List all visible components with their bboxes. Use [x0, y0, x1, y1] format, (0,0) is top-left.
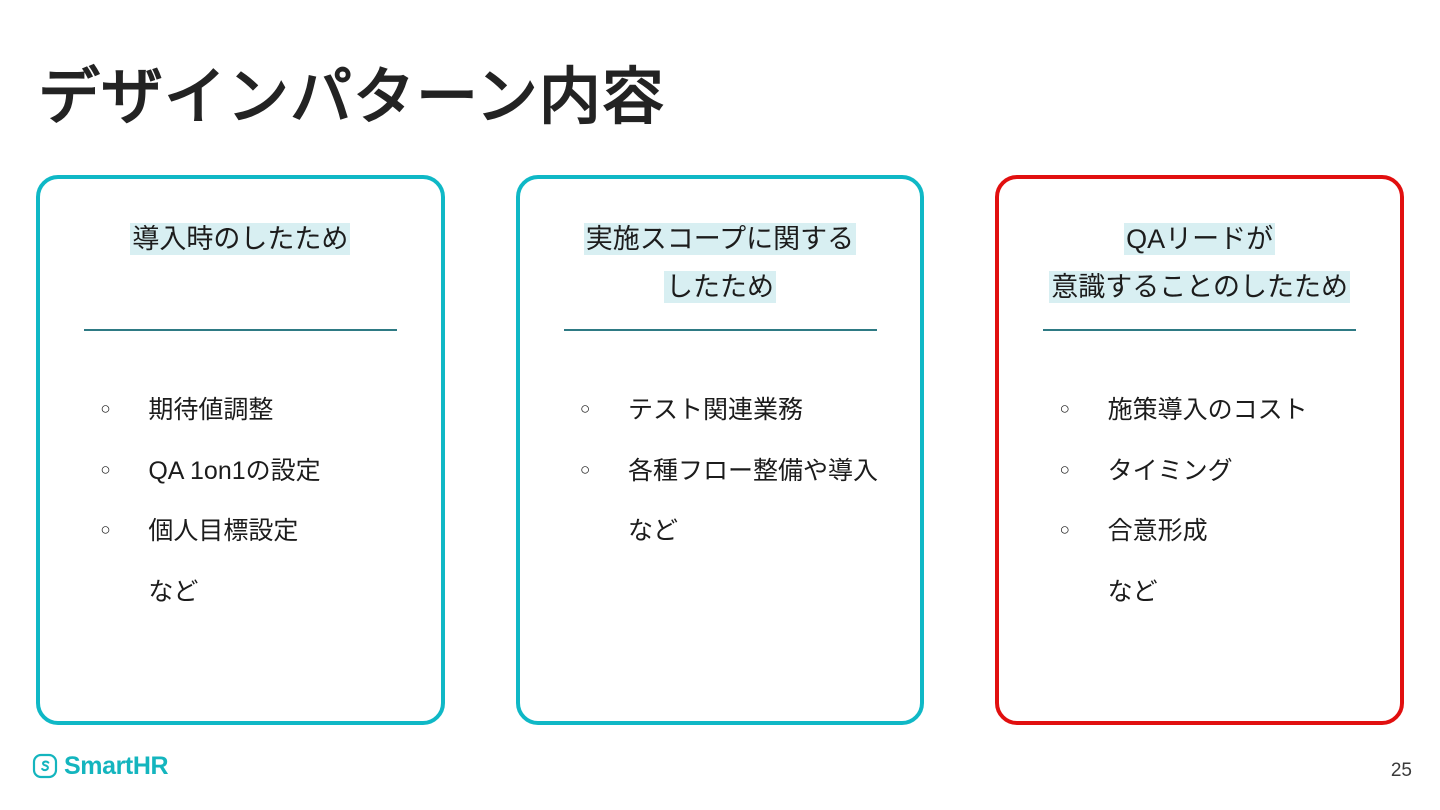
card-3-divider	[1043, 329, 1357, 332]
list-item: ○ タイミング	[1060, 454, 1370, 490]
list-item: ○ など	[100, 575, 410, 611]
pattern-card-2[interactable]: 実施スコープに関する したため ○ テスト関連業務 ○ 各種フロー整備や導入 ○…	[515, 175, 925, 725]
card-group: 導入時のしたため ○ 期待値調整 ○ QA 1on1の設定 ○ 個人目標設定 ○	[36, 175, 1405, 725]
list-item-label: 各種フロー整備や導入	[628, 456, 879, 485]
card-2-divider	[563, 329, 877, 332]
pattern-card-1[interactable]: 導入時のしたため ○ 期待値調整 ○ QA 1on1の設定 ○ 個人目標設定 ○	[36, 175, 445, 725]
bullet-icon: ○	[580, 399, 591, 419]
card-2-list: ○ テスト関連業務 ○ 各種フロー整備や導入 ○ など	[550, 393, 890, 575]
card-1-divider	[83, 329, 397, 331]
smarthr-s-mark-icon	[32, 753, 58, 779]
list-item: ○ テスト関連業務	[580, 393, 890, 429]
list-item: ○ など	[1060, 575, 1370, 611]
bullet-icon: ○	[1059, 399, 1070, 419]
card-2-heading-line-2: したため	[664, 271, 776, 304]
bullet-icon: ○	[100, 459, 111, 479]
card-2-heading: 実施スコープに関する したため	[550, 215, 890, 311]
card-3-list: ○ 施策導入のコスト ○ タイミング ○ 合意形成 ○ など	[1030, 393, 1370, 635]
list-item: ○ 個人目標設定	[100, 514, 410, 550]
card-3-heading: QAリードが 意識することのしたため	[1030, 215, 1370, 311]
list-item-label: など	[628, 517, 679, 546]
bullet-icon: ○	[100, 399, 111, 418]
list-item: ○ 期待値調整	[100, 393, 410, 429]
list-item-label: テスト関連業務	[628, 396, 804, 425]
list-item: ○ QA 1on1の設定	[100, 454, 410, 490]
list-item-label: タイミング	[1107, 456, 1233, 485]
list-item-label: など	[148, 577, 199, 606]
list-item: ○ など	[580, 514, 890, 550]
list-item-label: 合意形成	[1107, 517, 1208, 546]
list-item: ○ 各種フロー整備や導入	[580, 454, 890, 490]
list-item-label: 期待値調整	[148, 396, 274, 424]
card-1-heading: 導入時のしたため	[70, 215, 410, 311]
list-item-label: 個人目標設定	[148, 517, 299, 545]
brand-logo: SmartHR	[32, 751, 169, 780]
card-1-heading-line-1: 導入時のしたため	[130, 223, 351, 255]
list-item-label: 施策導入のコスト	[1107, 396, 1308, 425]
bullet-icon: ○	[100, 520, 111, 539]
list-item-label: など	[1107, 577, 1158, 606]
page-title: デザインパターン内容	[38, 63, 665, 132]
bullet-icon: ○	[1059, 459, 1070, 479]
card-3-heading-line-2: 意識することのしたため	[1049, 271, 1351, 304]
brand-logo-text: SmartHR	[64, 751, 169, 780]
card-3-heading-line-1: QAリードが	[1124, 223, 1276, 255]
page-number: 25	[1390, 760, 1412, 781]
bullet-icon: ○	[580, 459, 591, 479]
bullet-icon: ○	[1059, 520, 1070, 540]
list-item: ○ 施策導入のコスト	[1060, 393, 1370, 429]
list-item-label: QA 1on1の設定	[148, 456, 321, 485]
card-2-heading-line-1: 実施スコープに関する	[583, 223, 857, 255]
card-1-list: ○ 期待値調整 ○ QA 1on1の設定 ○ 個人目標設定 ○ など	[70, 393, 410, 635]
pattern-card-3[interactable]: QAリードが 意識することのしたため ○ 施策導入のコスト ○ タイミング ○ …	[995, 175, 1405, 725]
list-item: ○ 合意形成	[1060, 514, 1370, 550]
